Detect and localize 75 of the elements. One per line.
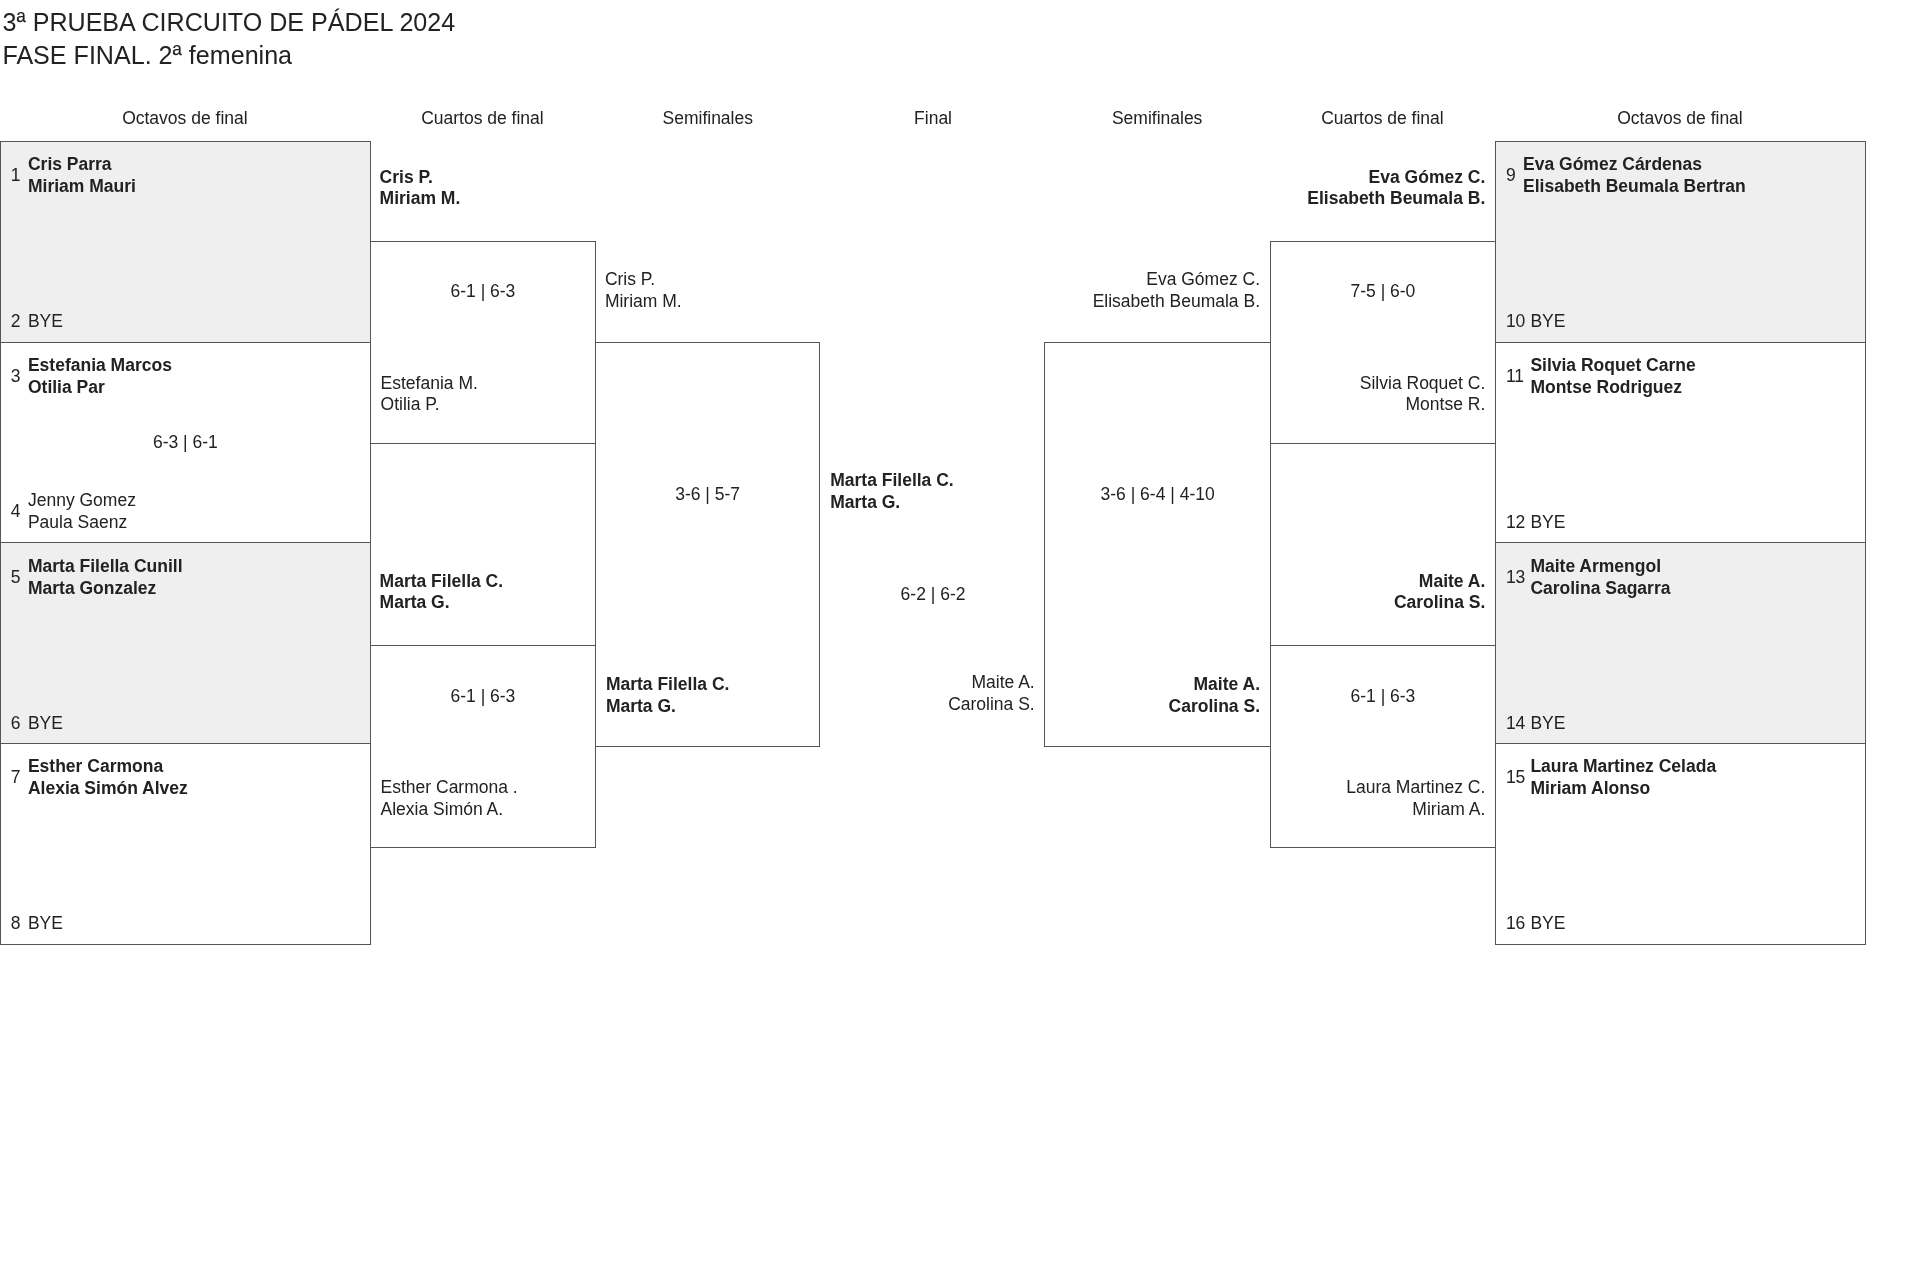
round-header: Final — [914, 107, 952, 130]
team-name: Eva Gómez C. Elisabeth Beumala B. — [1307, 166, 1486, 211]
seed-number: 8 — [10, 913, 21, 936]
match-score: 6-1 | 6-3 — [449, 685, 517, 708]
team-name: BYE — [1530, 712, 1566, 735]
seed-number: 3 — [10, 365, 21, 388]
round-header: Cuartos de final — [1321, 107, 1444, 130]
draw-cell — [0, 743, 371, 946]
seed-number: 16 — [1505, 913, 1526, 936]
team-name: Esther Carmona . Alexia Simón A. — [380, 776, 518, 821]
match-box — [369, 645, 597, 849]
team-name: BYE — [27, 310, 63, 333]
team-name: Cris P. Miriam M. — [604, 269, 682, 314]
seed-number: 14 — [1505, 712, 1526, 735]
seed-number: 9 — [1505, 165, 1516, 187]
match-score: 6-1 | 6-3 — [1349, 685, 1417, 708]
team-name: Silvia Roquet Carne Montse Rodriguez — [1530, 354, 1696, 399]
team-name: BYE — [1530, 310, 1566, 333]
seed-number: 10 — [1505, 310, 1526, 333]
draw-cell — [1495, 140, 1866, 343]
seed-number: 11 — [1505, 365, 1525, 388]
team-name: Estefania Marcos Otilia Par — [27, 354, 172, 399]
team-name: Eva Gómez Cárdenas Elisabeth Beumala Bertran — [1523, 154, 1746, 198]
round-header: Semifinales — [662, 107, 753, 130]
team-name: Marta Filella C. Marta G. — [605, 673, 730, 718]
seed-number: 1 — [10, 165, 21, 187]
team-name: Maite Armengol Carolina Sagarra — [1530, 555, 1671, 600]
match-score: 6-2 | 6-2 — [900, 584, 966, 606]
team-name: Cris Parra Miriam Mauri — [27, 154, 136, 198]
round-header: Octavos de final — [1617, 107, 1743, 130]
team-name: Jenny Gomez Paula Saenz — [27, 489, 136, 534]
seed-number: 15 — [1505, 767, 1526, 790]
round-header: Semifinales — [1111, 107, 1203, 130]
team-name: Maite A. Carolina S. — [1393, 570, 1486, 615]
round-header: Octavos de final — [122, 107, 248, 130]
team-name: BYE — [1530, 511, 1566, 534]
team-name: BYE — [1530, 913, 1566, 936]
draw-cell — [1495, 743, 1866, 946]
draw-cell — [1495, 341, 1866, 544]
match-score: 7-5 | 6-0 — [1349, 281, 1417, 304]
match-score: 6-1 | 6-3 — [449, 281, 517, 304]
team-name: Silvia Roquet C. Montse R. — [1359, 372, 1486, 417]
draw-cell — [0, 341, 371, 544]
team-name: Maite A. Carolina S. — [948, 672, 1035, 716]
match-box — [595, 341, 821, 747]
team-name: Eva Gómez C. Elisabeth Beumala B. — [1092, 269, 1260, 314]
seed-number: 13 — [1505, 566, 1526, 589]
team-name: Marta Filella Cunill Marta Gonzalez — [27, 555, 183, 600]
team-name: Marta Filella C. Marta G. — [830, 470, 954, 514]
match-score: 3-6 | 5-7 — [674, 483, 742, 506]
seed-number: 7 — [10, 767, 21, 790]
seed-number: 6 — [10, 712, 21, 735]
seed-number: 2 — [10, 310, 21, 333]
team-name: Laura Martinez C. Miriam A. — [1346, 776, 1486, 821]
team-name: Estefania M. Otilia P. — [380, 372, 478, 417]
match-score: 6-3 | 6-1 — [151, 432, 219, 454]
team-name: Maite A. Carolina S. — [1168, 673, 1260, 718]
round-header: Cuartos de final — [421, 107, 544, 130]
seed-number: 4 — [10, 500, 21, 523]
team-name: Cris P. Miriam M. — [379, 166, 461, 211]
team-name: Marta Filella C. Marta G. — [379, 570, 504, 615]
page-title: 3ª PRUEBA CIRCUITO DE PÁDEL 2024 — [2, 7, 456, 39]
seed-number: 12 — [1505, 511, 1526, 534]
team-name: BYE — [27, 913, 63, 936]
draw-cell — [1495, 542, 1866, 745]
draw-cell — [0, 542, 371, 745]
team-name: BYE — [27, 712, 63, 735]
match-box — [369, 241, 597, 445]
draw-cell — [0, 140, 371, 343]
seed-number: 5 — [10, 566, 21, 589]
match-score: 3-6 | 6-4 | 4-10 — [1099, 483, 1216, 506]
team-name: Esther Carmona Alexia Simón Alvez — [27, 756, 188, 801]
match-box — [1044, 341, 1271, 747]
page-subtitle: FASE FINAL. 2ª femenina — [2, 40, 293, 72]
team-name: Laura Martinez Celada Miriam Alonso — [1530, 756, 1717, 801]
